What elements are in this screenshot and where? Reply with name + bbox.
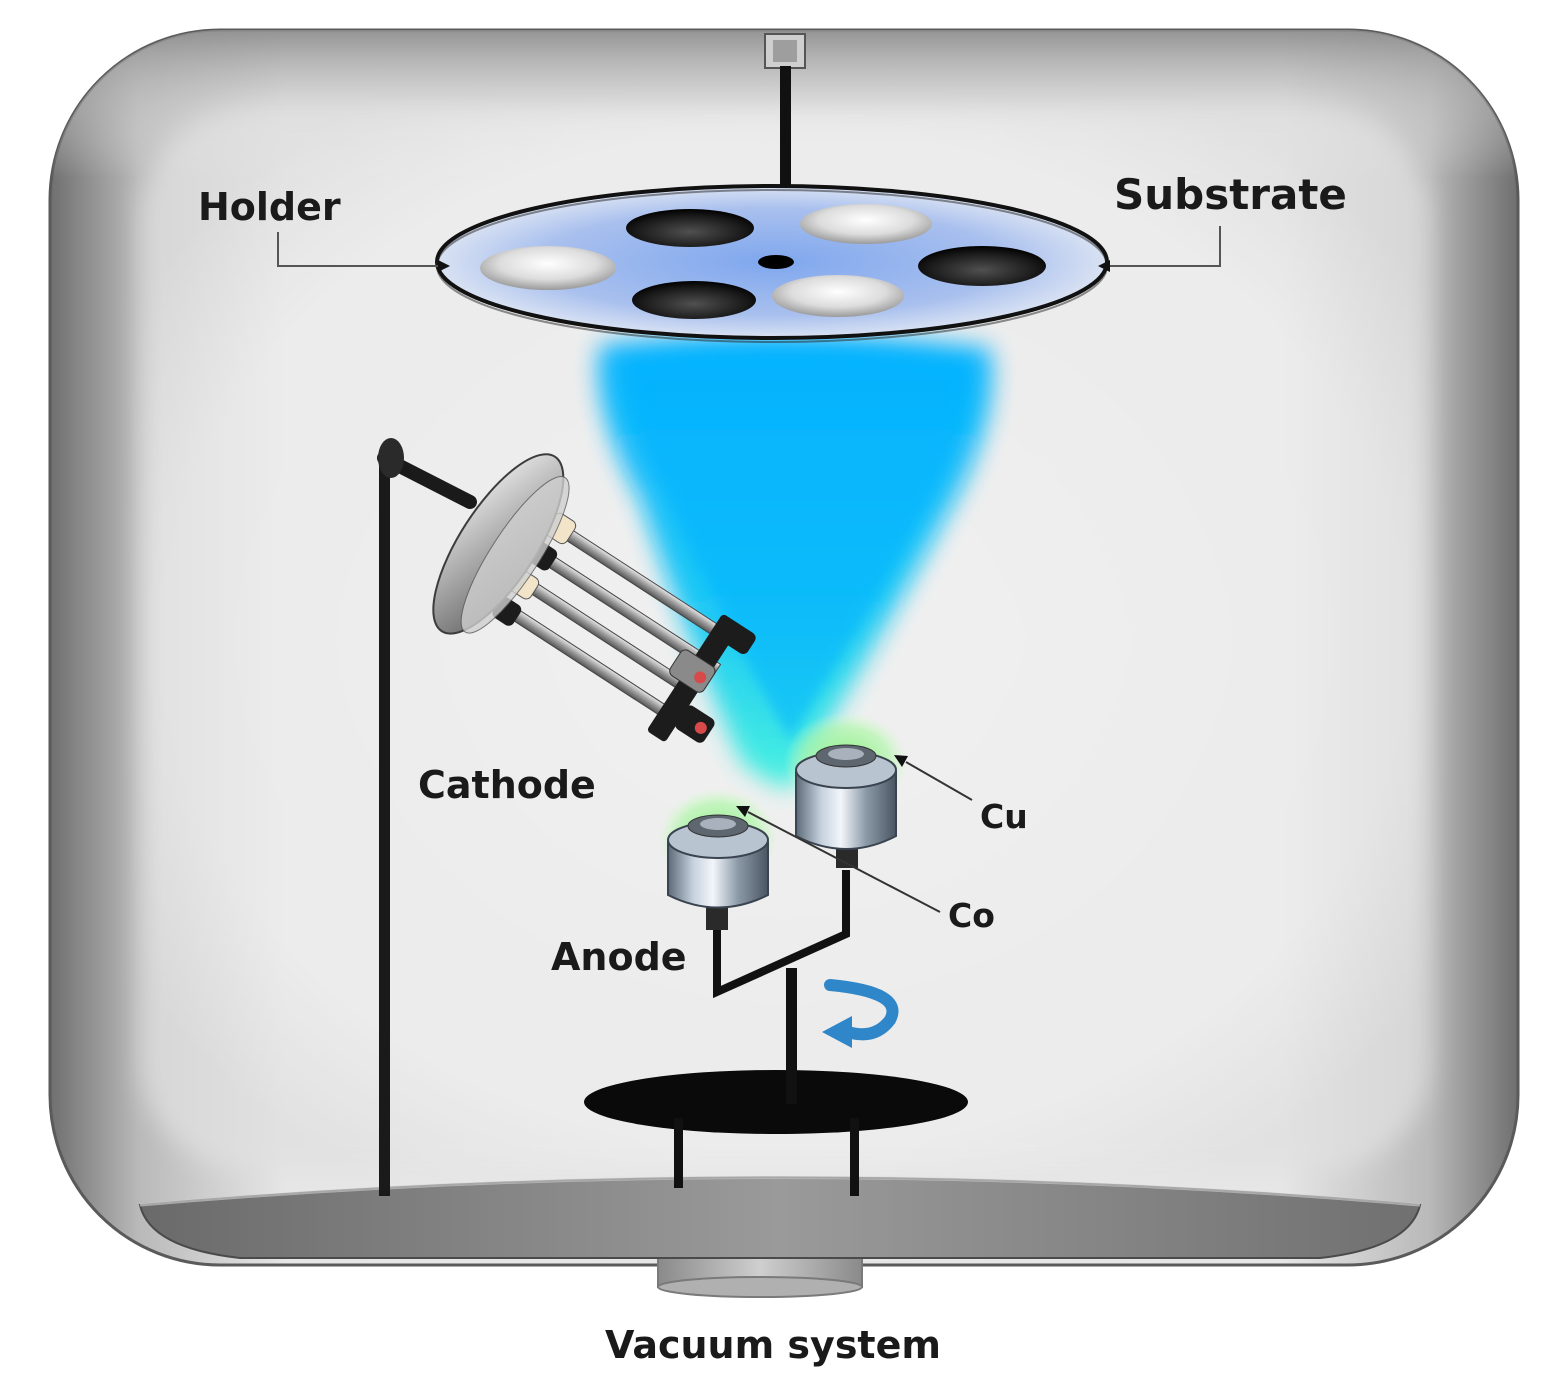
label-co: Co: [948, 896, 995, 935]
label-cu: Cu: [980, 797, 1028, 836]
substrate-white: [800, 204, 932, 244]
substrate-white: [480, 246, 616, 290]
substrate-holder: [435, 184, 1109, 343]
cu-target: [795, 744, 897, 868]
co-target: [667, 814, 769, 930]
label-holder: Holder: [198, 185, 341, 229]
substrate-leader: [1098, 226, 1221, 272]
cu-leader: [894, 755, 973, 801]
rotation-arrow-icon: [822, 979, 899, 1048]
label-vacuum-system: Vacuum system: [605, 1323, 941, 1367]
substrate-black: [918, 246, 1046, 286]
cathode-assembly: [432, 453, 756, 743]
holder-leader: [277, 232, 450, 272]
center-hole: [758, 255, 794, 269]
substrate-white: [772, 275, 904, 317]
holder-shaft: [764, 33, 806, 192]
cathode-stand: [377, 438, 477, 1196]
label-cathode: Cathode: [418, 763, 596, 807]
anode-stage: [584, 870, 968, 1196]
substrate-black: [632, 281, 756, 319]
plasma-glow: [598, 333, 992, 790]
label-anode: Anode: [551, 935, 687, 979]
chamber-floor: [138, 1176, 1422, 1259]
label-substrate: Substrate: [1114, 170, 1347, 219]
co-leader: [736, 806, 941, 913]
substrate-black: [626, 209, 754, 247]
